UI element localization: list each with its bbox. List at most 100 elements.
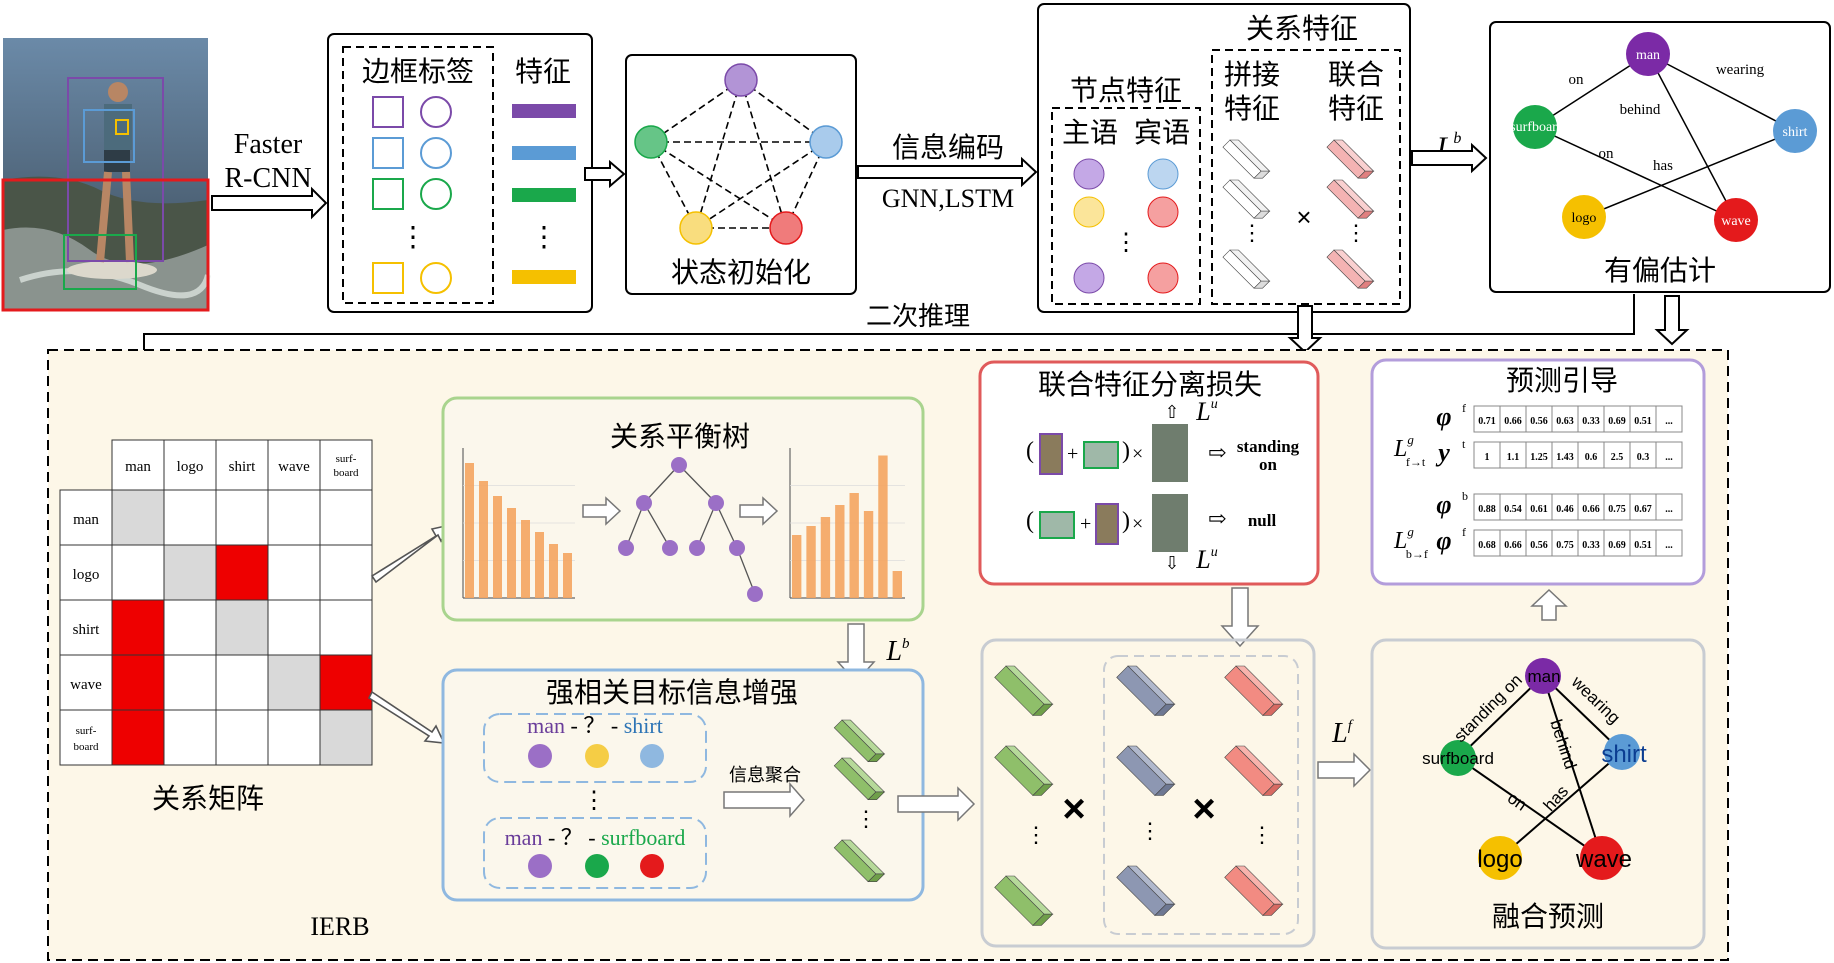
matrix-cell: [163, 599, 217, 656]
svg-text:(: (: [1026, 438, 1034, 464]
matrix-cell: [267, 599, 321, 656]
hist-before-bar: [563, 553, 572, 598]
hist-before-bar: [549, 544, 558, 598]
enhance-bar-2: [833, 839, 886, 883]
guide-cell: [1525, 441, 1553, 469]
matrix-row-label: wave: [70, 677, 102, 693]
guide-cell-value: 0.75: [1608, 504, 1626, 515]
guide-cell: [1473, 529, 1501, 557]
matrix-row-header-cell: [59, 544, 113, 601]
guide-cell: [1655, 493, 1683, 521]
guide-cell-value: 0.61: [1530, 504, 1548, 515]
guide-cell: [1655, 529, 1683, 557]
concat-label-1: 拼接: [1224, 58, 1280, 91]
enhance-title: 强相关目标信息增强: [546, 676, 798, 709]
loss-b-inner: Lb: [885, 636, 910, 667]
biased-node-logo: [1562, 195, 1606, 239]
init-node-green: [634, 125, 668, 159]
biased-node-shirt: [1773, 109, 1817, 153]
box-fusion-prediction: [1370, 638, 1706, 950]
matrix-col-header-cell: [319, 439, 373, 491]
matrix-col-header-cell: [215, 439, 269, 491]
guide-cell: [1655, 405, 1683, 433]
guide-cell-value: ...: [1665, 452, 1673, 463]
sep-loss-down-arrow: ⇩: [1164, 553, 1179, 573]
enhance-row1-node-shirt: [640, 744, 664, 768]
joint-feature-bars: [1326, 139, 1375, 289]
guide-cell-value: 0.69: [1608, 416, 1626, 427]
biased-caption: 有偏估计: [1604, 254, 1716, 287]
arrow-to-labels: [211, 186, 328, 220]
hist-after-bar: [806, 526, 816, 598]
matrix-cell: [215, 544, 269, 601]
biased-edge-has: has: [1653, 158, 1673, 174]
init-node-purple: [724, 63, 758, 97]
guide-cell: [1525, 405, 1553, 433]
biased-label-wave: wave: [1721, 214, 1751, 229]
init-node-yellow: [679, 211, 713, 245]
matrix-col-header-cell: [111, 439, 165, 491]
fusion-bar-1-2: [1116, 865, 1176, 916]
guide-cell-value: 0.68: [1478, 540, 1496, 551]
biased-graph-edges: [1534, 53, 1796, 221]
biased-edge-on1: on: [1569, 72, 1585, 88]
biased-node-wave: [1714, 198, 1758, 242]
fusion-ellipsis-1: ⋮: [1025, 822, 1047, 847]
matrix-caption: 关系矩阵: [152, 782, 264, 815]
guide-cell-value: 1: [1485, 452, 1490, 463]
sep-result-2: null: [1248, 511, 1277, 530]
concat-ellipsis: ⋮: [1241, 220, 1263, 245]
sep-result-1b: on: [1259, 455, 1278, 474]
guide-cell: [1551, 405, 1579, 433]
matrix-cell: [215, 709, 269, 766]
edge-features-dashed: [1211, 49, 1401, 305]
guide-cell-value: 0.56: [1530, 416, 1548, 427]
arrow-pred-to-guide: [1530, 588, 1568, 621]
matrix-cell: [111, 544, 165, 601]
matrix-cell: [111, 599, 165, 656]
labels-ellipsis: ⋮: [399, 222, 427, 253]
times-sign: ×: [1296, 202, 1311, 232]
arrow-to-init: [584, 159, 626, 189]
enhance-ellipsis: ⋮: [582, 788, 606, 814]
guide-row-sup: b: [1462, 489, 1468, 503]
matrix-col-header-cell: [267, 439, 321, 491]
guide-cell: [1577, 493, 1605, 521]
enhance-row2-node-surfboard: [585, 854, 609, 878]
joint-label-2: 特征: [1328, 92, 1384, 125]
guide-cell-value: 0.69: [1608, 540, 1626, 551]
guide-cell-value: ...: [1665, 416, 1673, 427]
hist-after-bar: [849, 493, 859, 598]
arrow-sep-to-fusion: [1220, 587, 1260, 648]
state-init-caption: 状态初始化: [671, 256, 811, 289]
matrix-cell: [163, 654, 217, 711]
concat-bar-1: [1222, 179, 1271, 219]
hist-after-bar: [878, 455, 888, 598]
guide-cell-value: 0.51: [1634, 416, 1652, 427]
guide-cell: [1473, 405, 1501, 433]
hist-after-bar: [863, 511, 874, 598]
matrix-cell: [319, 489, 373, 546]
histogram-after: [789, 448, 905, 599]
sep-loss-row1: ( + ) ×: [1026, 424, 1188, 482]
guide-cell: [1499, 441, 1527, 469]
guide-row-sup: f: [1462, 525, 1466, 539]
hist-before-bar: [479, 481, 488, 598]
node-feature-circles: [1073, 158, 1179, 294]
pred-graph-edges: [1457, 675, 1623, 859]
pred-node-surfboard: [1440, 740, 1476, 776]
concat-label-2: 特征: [1224, 92, 1280, 125]
matrix-row-label: man: [73, 512, 99, 528]
fusion-bar-0-2: [994, 875, 1054, 926]
sep-loss-title: 联合特征分离损失: [1038, 368, 1262, 401]
svg-text:×: ×: [1132, 513, 1143, 535]
guide-cell-value: 0.67: [1634, 504, 1652, 515]
enhance-bars-ellipsis: ⋮: [855, 806, 877, 831]
svg-text:): ): [1122, 508, 1130, 534]
guide-cell-value: 0.71: [1478, 416, 1496, 427]
guide-cell-value: 2.5: [1611, 452, 1624, 463]
fusion-times-2: ×: [1192, 787, 1215, 831]
guide-cell: [1551, 441, 1579, 469]
matrix-cell: [111, 489, 165, 546]
